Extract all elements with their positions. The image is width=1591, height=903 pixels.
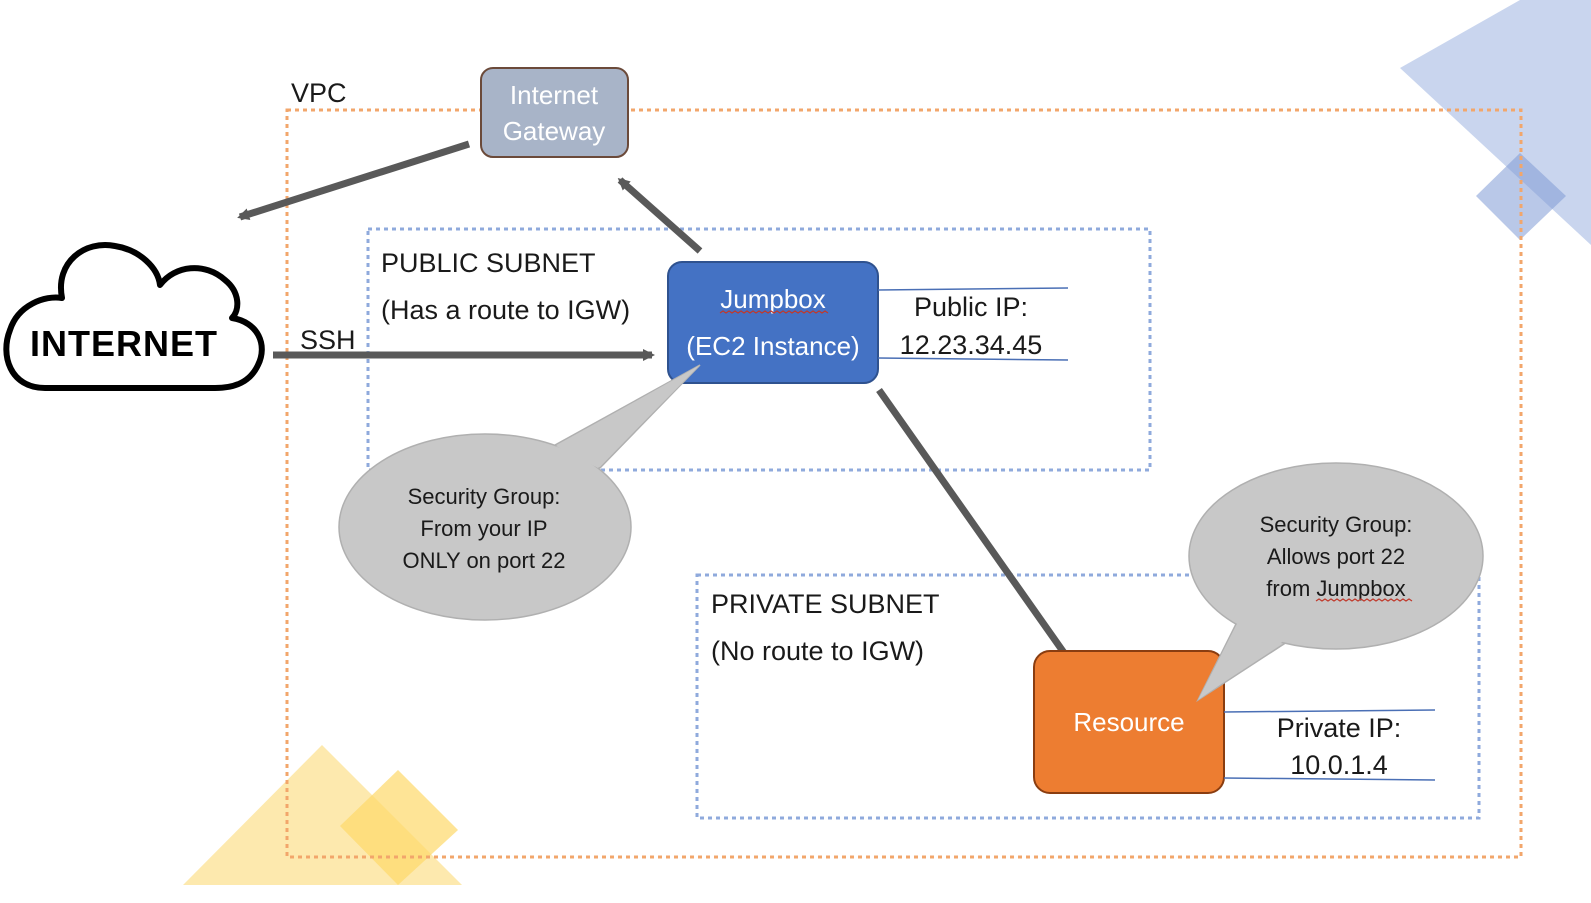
spellcheck-underline	[719, 310, 829, 314]
resource-ip-line2: 10.0.1.4	[1290, 750, 1388, 780]
jumpbox-ip-line1: Public IP:	[914, 292, 1028, 322]
jumpbox-label-line2: (EC2 Instance)	[686, 331, 859, 361]
private-subnet-boundary	[695, 573, 1481, 820]
resource-ip-rule-top	[1223, 709, 1436, 713]
jumpbox-ip-rule-bottom	[877, 357, 1069, 361]
jumpbox-label-line1: Jumpbox	[720, 284, 826, 314]
private-subnet-subtitle: (No route to IGW)	[711, 636, 924, 666]
internet-gateway-box[interactable]	[480, 67, 629, 158]
vpc-boundary	[285, 108, 1523, 859]
gateway-to-internet-arrow	[237, 140, 471, 221]
gateway-label-line2: Gateway	[503, 116, 606, 146]
decoration-blue-diamonds	[1400, 0, 1591, 245]
resource-security-group-bubble	[1188, 462, 1484, 703]
jumpbox-sg-line2: From your IP	[420, 516, 547, 541]
spellcheck-underline	[1315, 598, 1413, 602]
jumpbox-to-gateway-arrow	[617, 177, 703, 254]
jumpbox-box[interactable]	[667, 261, 879, 384]
jumpbox-ip-rule-top	[877, 287, 1069, 291]
private-subnet-title: PRIVATE SUBNET	[711, 589, 940, 619]
jumpbox-sg-line1: Security Group:	[408, 484, 561, 509]
public-subnet-title: PUBLIC SUBNET	[381, 248, 596, 278]
resource-sg-line2: Allows port 22	[1267, 544, 1405, 569]
jumpbox-ip-line2: 12.23.34.45	[900, 330, 1043, 360]
cloud-icon	[3, 242, 265, 391]
decoration-yellow-diamonds	[183, 745, 462, 885]
resource-ip-rule-bottom	[1223, 777, 1436, 781]
jumpbox-security-group-bubble	[338, 364, 701, 621]
resource-label: Resource	[1073, 707, 1184, 737]
vpc-label: VPC	[291, 78, 347, 108]
jumpbox-to-resource-arrow	[876, 387, 1077, 670]
resource-sg-line1: Security Group:	[1260, 512, 1413, 537]
resource-box[interactable]	[1033, 650, 1225, 794]
resource-sg-line3: from Jumpbox	[1266, 576, 1405, 601]
public-subnet-subtitle: (Has a route to IGW)	[381, 295, 630, 325]
jumpbox-sg-line3: ONLY on port 22	[402, 548, 565, 573]
resource-ip-line1: Private IP:	[1277, 713, 1402, 743]
internet-label: INTERNET	[30, 323, 218, 364]
ssh-label: SSH	[300, 325, 356, 355]
gateway-label-line1: Internet	[510, 80, 599, 110]
